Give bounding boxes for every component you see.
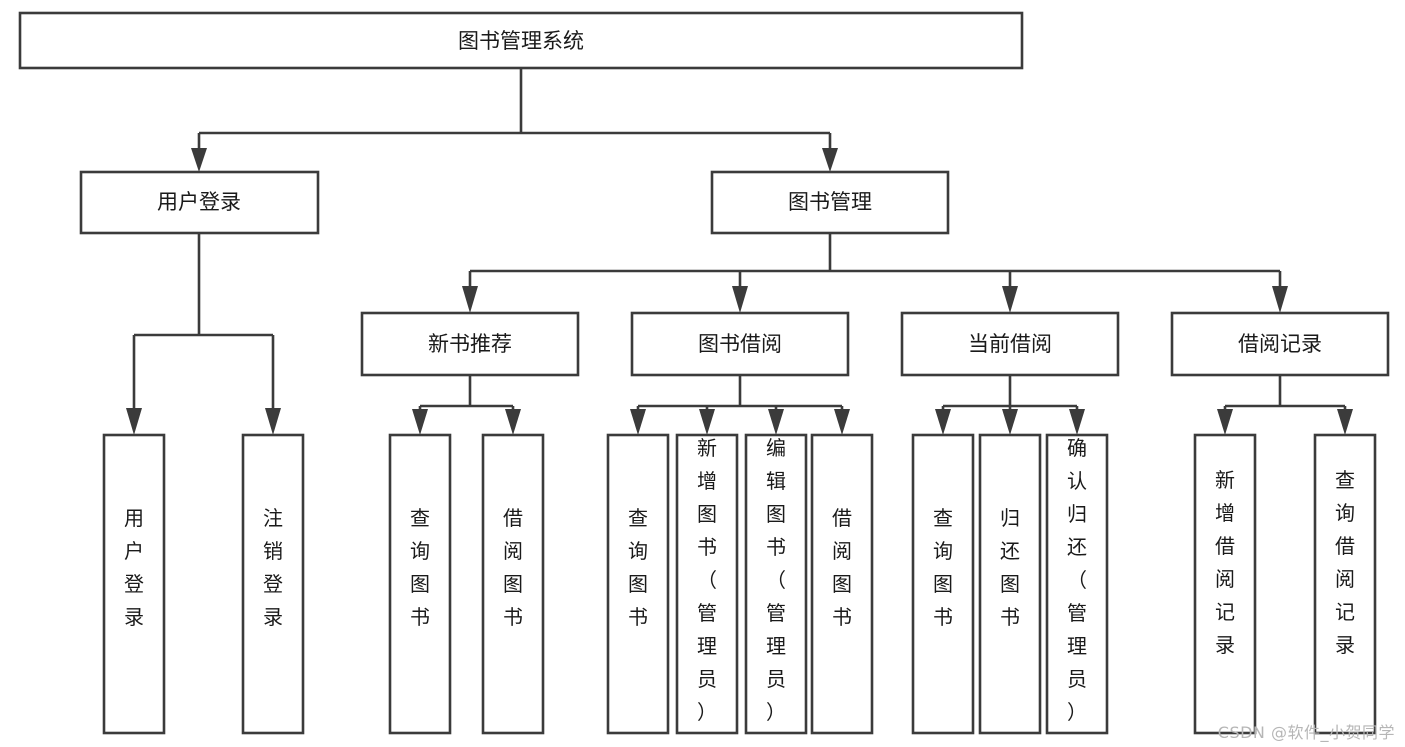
node-leaf-add-book-box[interactable] (675, 433, 739, 735)
node-leaf-query-book-3-box[interactable] (911, 433, 975, 735)
node-borrow-record[interactable]: 借阅记录 (1170, 311, 1390, 377)
arrow-to-book-manage (822, 148, 838, 172)
arrow-to-leaf-query-record (1337, 409, 1353, 435)
node-leaf-confirm-return-box[interactable] (1045, 433, 1109, 735)
node-leaf-query-book-1-label: 查询图书 (410, 506, 430, 629)
arrow-to-leaf-add-book (699, 409, 715, 435)
node-leaf-borrow-book-2-box[interactable] (810, 433, 874, 735)
node-leaf-return-book-box[interactable] (978, 433, 1042, 735)
arrow-to-user-login (191, 148, 207, 172)
node-book-manage-box[interactable] (710, 170, 950, 235)
node-leaf-borrow-book-1[interactable]: 借阅图书 (481, 433, 545, 735)
node-leaf-query-record-label: 查询借阅记录 (1335, 468, 1355, 657)
arrow-to-leaf-borrow-book-2 (834, 409, 850, 435)
node-leaf-user-logout-box[interactable] (241, 433, 305, 735)
node-leaf-confirm-return-label: 确认归还（管理员） (1067, 436, 1087, 724)
node-leaf-user-login-label: 用户登录 (124, 506, 144, 629)
node-leaf-borrow-book-2-label: 借阅图书 (832, 506, 852, 629)
node-leaf-return-book-label: 归还图书 (1000, 506, 1020, 629)
node-book-borrow-label: 图书借阅 (698, 332, 782, 356)
node-leaf-edit-book-label: 编辑图书（管理员） (766, 436, 786, 724)
node-leaf-add-record-box[interactable] (1193, 433, 1257, 735)
node-leaf-edit-book-box[interactable] (744, 433, 808, 735)
node-leaf-edit-book[interactable]: 编辑图书（管理员） (744, 433, 808, 735)
node-user-login-box[interactable] (79, 170, 320, 235)
node-current-borrow-label: 当前借阅 (968, 332, 1052, 356)
node-user-login-label: 用户登录 (157, 190, 241, 214)
node-new-book-recommend-box[interactable] (360, 311, 580, 377)
csdn-watermark: CSDN @软件_小贺同学 (1217, 723, 1395, 742)
node-current-borrow[interactable]: 当前借阅 (900, 311, 1120, 377)
node-book-borrow-box[interactable] (630, 311, 850, 377)
node-root-box[interactable] (18, 11, 1024, 70)
node-leaf-query-book-1[interactable]: 查询图书 (388, 433, 452, 735)
node-leaf-user-login[interactable]: 用户登录 (102, 433, 166, 735)
node-leaf-query-book-3[interactable]: 查询图书 (911, 433, 975, 735)
node-leaf-query-record[interactable]: 查询借阅记录 (1313, 433, 1377, 735)
node-leaf-query-book-3-label: 查询图书 (933, 506, 953, 629)
arrow-to-leaf-query-book-1 (412, 409, 428, 435)
node-book-borrow[interactable]: 图书借阅 (630, 311, 850, 377)
node-borrow-record-label: 借阅记录 (1238, 332, 1322, 356)
arrow-to-leaf-query-book-3 (935, 409, 951, 435)
node-borrow-record-box[interactable] (1170, 311, 1390, 377)
arrow-to-current-borrow (1002, 286, 1018, 313)
arrow-to-new-book-recommend (462, 286, 478, 313)
arrow-to-book-borrow (732, 286, 748, 313)
node-leaf-borrow-book-2[interactable]: 借阅图书 (810, 433, 874, 735)
node-leaf-add-record[interactable]: 新增借阅记录 (1193, 433, 1257, 735)
node-leaf-add-book[interactable]: 新增图书（管理员） (675, 433, 739, 735)
node-leaf-add-record-label: 新增借阅记录 (1215, 468, 1235, 657)
node-leaf-user-logout-label: 注销登录 (263, 506, 283, 629)
node-leaf-query-book-1-box[interactable] (388, 433, 452, 735)
arrow-to-leaf-borrow-book-1 (505, 409, 521, 435)
node-leaf-query-book-2-box[interactable] (606, 433, 670, 735)
node-current-borrow-box[interactable] (900, 311, 1120, 377)
edges-layer (126, 68, 1353, 435)
node-new-book-recommend[interactable]: 新书推荐 (360, 311, 580, 377)
arrow-to-leaf-return-book (1002, 409, 1018, 435)
arrow-to-leaf-confirm-return (1069, 409, 1085, 435)
node-leaf-user-logout[interactable]: 注销登录 (241, 433, 305, 735)
node-root[interactable]: 图书管理系统 (18, 11, 1024, 70)
node-leaf-query-record-box[interactable] (1313, 433, 1377, 735)
arrow-to-leaf-edit-book (768, 409, 784, 435)
node-new-book-recommend-label: 新书推荐 (428, 332, 512, 356)
node-user-login[interactable]: 用户登录 (79, 170, 320, 235)
arrow-to-leaf-query-book-2 (630, 409, 646, 435)
arrow-to-leaf-user-login (126, 408, 142, 435)
node-leaf-query-book-2-label: 查询图书 (628, 506, 648, 629)
node-root-label: 图书管理系统 (458, 29, 584, 53)
node-leaf-add-book-label: 新增图书（管理员） (697, 436, 717, 724)
node-leaf-return-book[interactable]: 归还图书 (978, 433, 1042, 735)
node-leaf-borrow-book-1-box[interactable] (481, 433, 545, 735)
arrow-to-leaf-add-record (1217, 409, 1233, 435)
node-leaf-user-login-box[interactable] (102, 433, 166, 735)
arrow-to-borrow-record (1272, 286, 1288, 313)
node-book-manage-label: 图书管理 (788, 190, 872, 214)
node-leaf-borrow-book-1-label: 借阅图书 (503, 506, 523, 629)
node-leaf-confirm-return[interactable]: 确认归还（管理员） (1045, 433, 1109, 735)
node-book-manage[interactable]: 图书管理 (710, 170, 950, 235)
arrow-to-leaf-user-logout (265, 408, 281, 435)
node-leaf-query-book-2[interactable]: 查询图书 (606, 433, 670, 735)
